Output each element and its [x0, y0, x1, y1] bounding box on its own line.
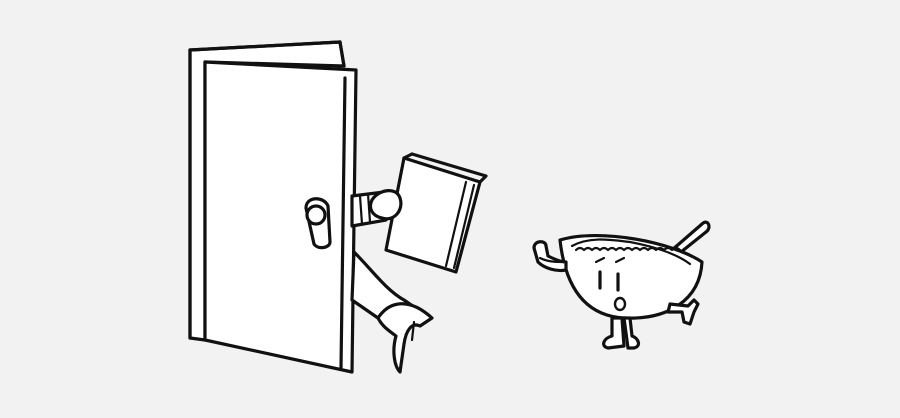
spoon	[670, 220, 711, 258]
left-leg	[602, 316, 626, 350]
high-heel-shoe	[376, 302, 434, 374]
leg-with-high-heel	[350, 250, 434, 374]
right-leg	[622, 316, 641, 350]
arm-with-briefcase	[350, 152, 488, 274]
bowl-character	[532, 220, 711, 350]
door	[188, 40, 358, 374]
